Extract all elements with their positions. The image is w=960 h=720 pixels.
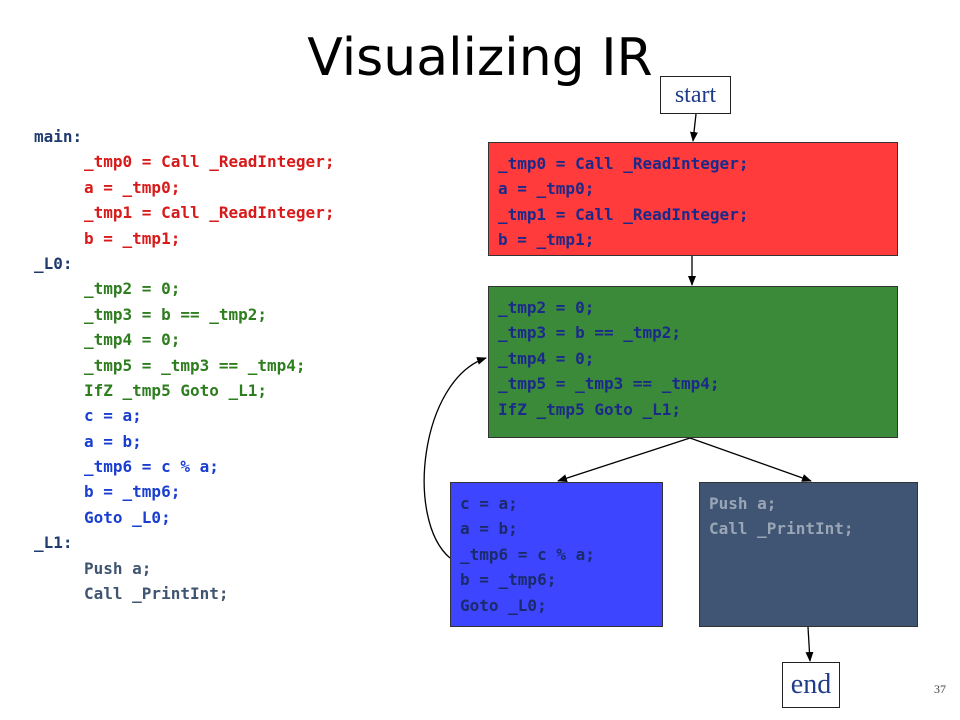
code-line: Push a;: [84, 558, 152, 578]
edge-green-to-slate: [689, 437, 812, 482]
block-line: IfZ _tmp5 Goto _L1;: [498, 399, 682, 419]
code-line: _tmp0 = Call _ReadInteger;: [84, 152, 335, 172]
code-line: _L1:: [34, 533, 73, 553]
end-node: end: [782, 662, 840, 708]
block-line: b = _tmp6;: [460, 570, 557, 590]
code-line: Goto _L0;: [84, 507, 171, 527]
block-line: a = _tmp0;: [498, 179, 595, 199]
basic-block-green: _tmp2 = 0; _tmp3 = b == _tmp2; _tmp4 = 0; _…: [488, 286, 898, 438]
basic-block-blue: c = a; a = b; _tmp6 = c % a; b = _tmp6; Goto…: [450, 482, 663, 627]
code-line: main:: [34, 127, 83, 146]
code-line: a = _tmp0;: [84, 177, 181, 197]
code-line: _L0:: [34, 253, 73, 273]
block-line: Call _PrintInt;: [709, 519, 854, 539]
block-line: Push a;: [709, 494, 777, 513]
slide-number: 37: [934, 682, 946, 696]
code-line: b = _tmp6;: [84, 482, 181, 502]
block-line: _tmp2 = 0;: [498, 298, 595, 317]
code-line: a = b;: [84, 431, 142, 451]
code-line: _tmp1 = Call _ReadInteger;: [84, 203, 335, 223]
block-line: Goto _L0;: [460, 595, 547, 615]
block-line: _tmp1 = Call _ReadInteger;: [498, 204, 749, 224]
block-line: b = _tmp1;: [498, 230, 595, 250]
slide-title: Visualizing IR: [307, 28, 653, 88]
block-line: _tmp0 = Call _ReadInteger;: [498, 154, 749, 173]
code-line: _tmp5 = _tmp3 == _tmp4;: [84, 355, 306, 375]
code-line: _tmp6 = c % a;: [84, 457, 219, 477]
code-line: c = a;: [84, 406, 142, 426]
edge-green-to-blue: [557, 437, 691, 483]
block-line: _tmp3 = b == _tmp2;: [498, 323, 682, 343]
block-line: _tmp6 = c % a;: [460, 544, 595, 564]
block-line: c = a;: [460, 494, 518, 513]
block-line: _tmp4 = 0;: [498, 348, 595, 368]
code-line: b = _tmp1;: [84, 228, 181, 248]
code-line: _tmp4 = 0;: [84, 330, 181, 350]
basic-block-slate: Push a; Call _PrintInt;: [699, 482, 918, 627]
block-line: _tmp5 = _tmp3 == _tmp4;: [498, 374, 720, 394]
basic-block-red: _tmp0 = Call _ReadInteger;a = _tmp0; _tmp…: [488, 142, 898, 256]
edge-blue-loop-to-green: [423, 357, 487, 559]
code-line: IfZ _tmp5 Goto _L1;: [84, 380, 268, 400]
edge-start-to-red: [690, 113, 698, 142]
code-line: _tmp2 = 0;: [84, 279, 181, 299]
block-line: a = b;: [460, 519, 518, 539]
code-line: _tmp3 = b == _tmp2;: [84, 304, 268, 324]
edge-slate-to-end: [805, 626, 814, 662]
code-listing: main:_tmp0 = Call _ReadInteger;a = _tmp0…: [34, 124, 334, 606]
code-line: Call _PrintInt;: [84, 584, 229, 604]
start-node: start: [660, 76, 731, 114]
